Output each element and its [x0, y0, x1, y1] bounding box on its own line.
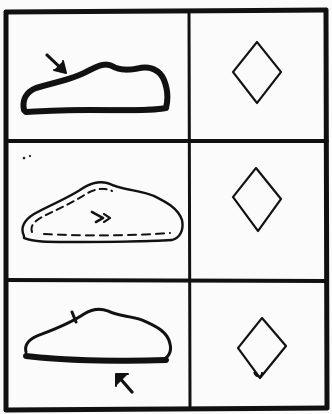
diamond-icon	[233, 42, 281, 103]
diamond-icon	[238, 318, 286, 378]
column-divider	[189, 12, 190, 408]
table-grid-lines	[6, 12, 327, 408]
diamond-icon	[233, 168, 281, 231]
row-3	[26, 309, 286, 392]
shoe-upper-arrow-icon	[24, 55, 168, 112]
row-2	[22, 155, 281, 242]
shoe-sole-arrow-icon	[26, 309, 171, 392]
speck-marks	[23, 155, 31, 159]
row-1	[24, 42, 282, 112]
row-divider-2	[6, 280, 327, 281]
shoe-dashed-outline-icon	[22, 182, 182, 242]
